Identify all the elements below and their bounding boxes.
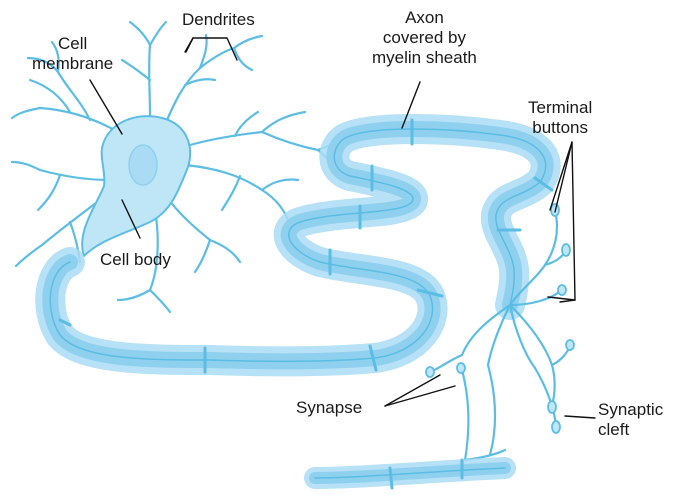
- axon-line-3: myelin sheath: [372, 48, 477, 68]
- cell-body-shape: [82, 116, 190, 256]
- terminal-buttons-line-1: Terminal: [528, 98, 592, 118]
- cell-membrane-line-2: membrane: [32, 54, 113, 74]
- lower-axon-segment: [315, 460, 505, 488]
- synaptic-cleft-line-1: Synaptic: [598, 400, 663, 420]
- cell-body-label: Cell body: [100, 250, 171, 270]
- axon-line-2: covered by: [372, 28, 477, 48]
- dendrites-label: Dendrites: [182, 10, 255, 30]
- synapse-label: Synapse: [296, 398, 362, 418]
- nucleus: [129, 145, 157, 185]
- synaptic-cleft-line-2: cleft: [598, 420, 663, 440]
- cell-membrane-line-1: Cell: [32, 34, 113, 54]
- cell-membrane-label: Cell membrane: [32, 34, 113, 74]
- axon-line-1: Axon: [372, 8, 477, 28]
- axon-label: Axon covered by myelin sheath: [372, 8, 477, 68]
- terminal-buttons-label: Terminal buttons: [528, 98, 592, 138]
- terminal-buttons-line-2: buttons: [528, 118, 592, 138]
- synaptic-cleft-label: Synaptic cleft: [598, 400, 663, 440]
